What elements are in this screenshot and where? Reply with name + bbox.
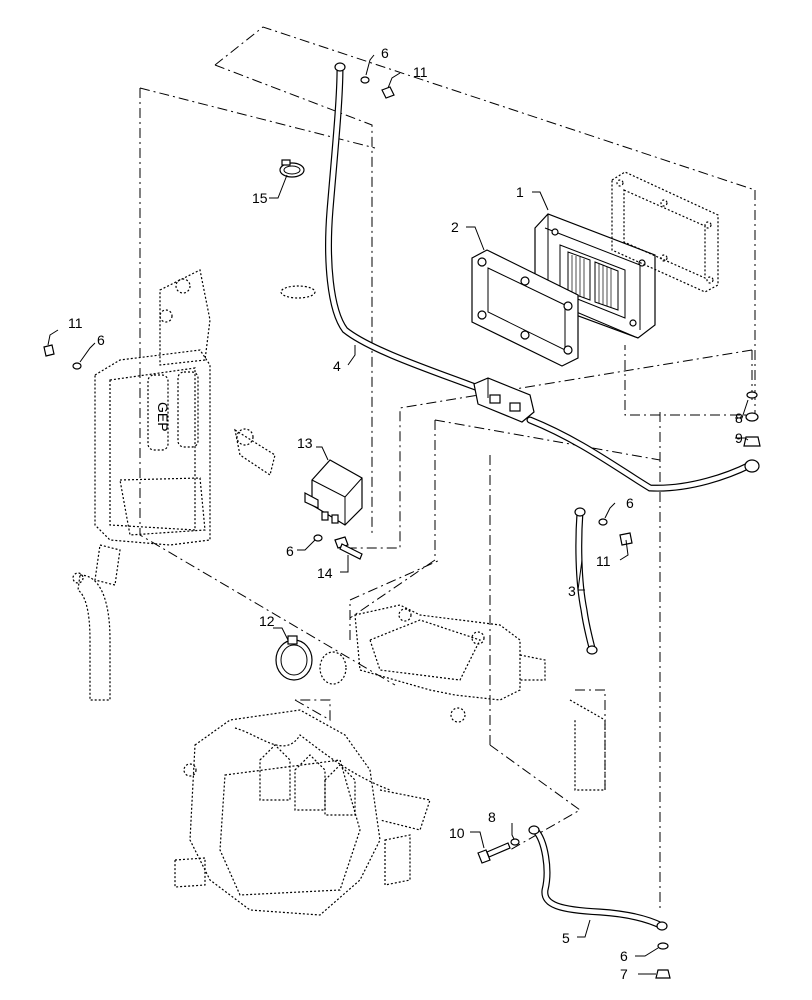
heater-grille <box>571 255 612 308</box>
callout-15: 15 <box>252 190 268 206</box>
callout-6-relay: 6 <box>286 543 294 559</box>
part-14-bolt <box>334 536 363 560</box>
callout-11-left: 11 <box>68 315 83 331</box>
assembly-lines <box>139 26 756 910</box>
callout-6-bottom: 6 <box>620 948 628 964</box>
callout-1: 1 <box>516 184 524 200</box>
callout-13: 13 <box>297 435 313 451</box>
engine-module <box>174 709 431 916</box>
callout-6-right: 6 <box>626 495 634 511</box>
part-3-cable <box>574 507 598 655</box>
callout-3: 3 <box>568 583 576 599</box>
rear-gasket <box>611 171 719 293</box>
callout-4: 4 <box>333 358 341 374</box>
callout-5: 5 <box>562 930 570 946</box>
callout-labels: 1 2 3 4 5 6 6 6 6 6 7 8 8 9 10 11 11 11 … <box>68 45 743 982</box>
part-12-clamp-ring <box>275 635 313 681</box>
callout-11-right: 11 <box>596 553 611 569</box>
callout-12: 12 <box>259 613 275 629</box>
cable-clip <box>280 285 316 299</box>
ecu-module-assembly: GEP <box>72 269 276 701</box>
clamp-ring-dotted <box>319 651 347 685</box>
callout-14: 14 <box>317 565 333 581</box>
part-2-gasket <box>471 249 579 367</box>
callout-2: 2 <box>451 219 459 235</box>
callout-7: 7 <box>620 966 628 982</box>
part-13-relay <box>304 459 363 526</box>
washer-6-relay <box>313 534 323 542</box>
part-15-clamp <box>279 159 305 178</box>
relay-label: GEP <box>155 402 171 432</box>
part-4-cable <box>325 62 760 492</box>
callout-9: 9 <box>735 430 743 446</box>
bracket-assembly <box>354 604 606 791</box>
part-5-cable <box>528 825 668 931</box>
callout-11-top: 11 <box>413 64 428 80</box>
callout-6-left: 6 <box>97 332 105 348</box>
callout-8-right: 8 <box>735 410 743 426</box>
callout-8-bottom: 8 <box>488 809 496 825</box>
callout-10: 10 <box>449 825 465 841</box>
leader-lines <box>47 54 749 975</box>
hardware <box>43 76 761 979</box>
callout-6-top: 6 <box>381 45 389 61</box>
